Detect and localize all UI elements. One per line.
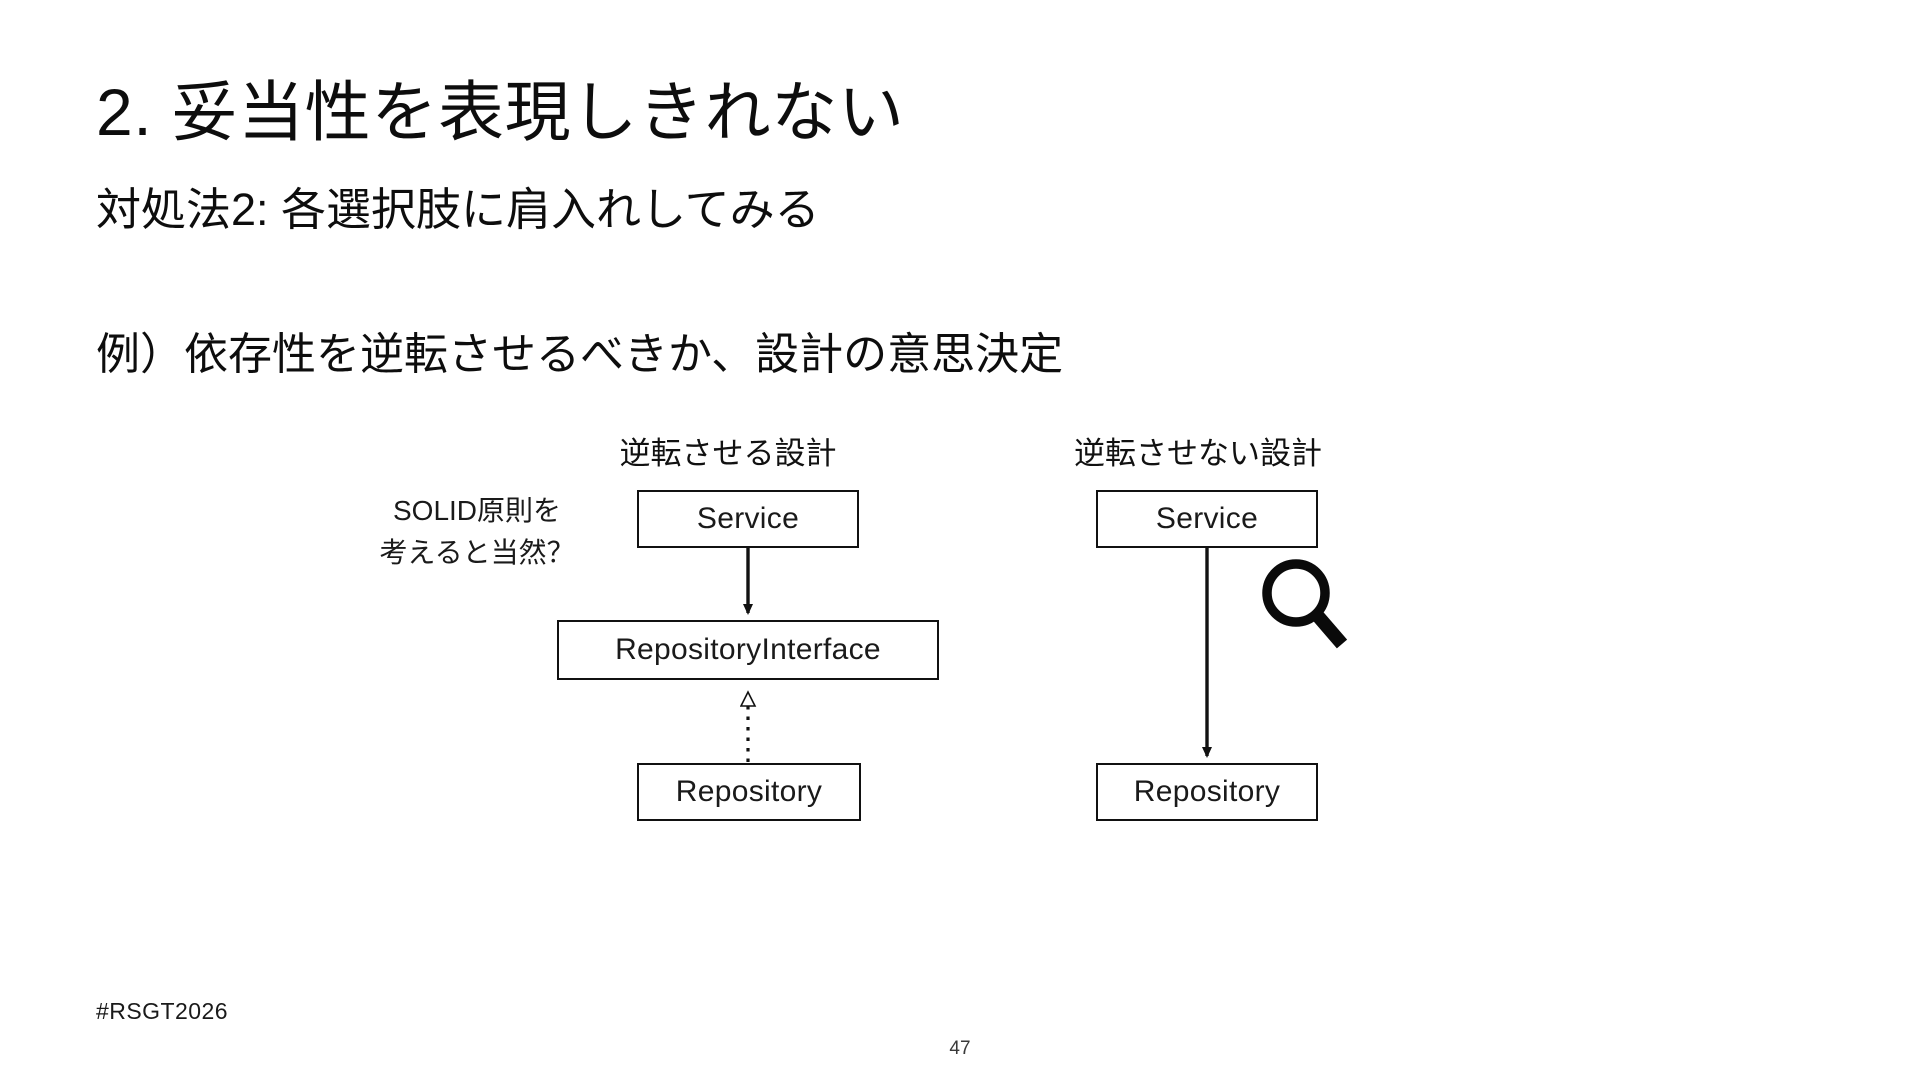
annotation-line-2: 考えると当然？ — [379, 537, 575, 568]
uml-box-repository-interface[interactable]: RepositoryInterface — [557, 620, 939, 680]
page-title: 2. 妥当性を表現しきれない — [96, 75, 905, 149]
uml-box-service-right[interactable]: Service — [1096, 490, 1318, 548]
page-subtitle: 対処法2: 各選択肢に肩入れしてみる — [96, 184, 820, 235]
annotation-note: SOLID原則を 考えると当然？ — [352, 490, 602, 574]
diagram-column-header-left: 逆転させる設計 — [619, 436, 837, 471]
page-number: 47 — [949, 1038, 971, 1059]
uml-diagram: 逆転させる設計 逆転させない設計 SOLID原則を 考えると当然？ Servic… — [0, 430, 1920, 850]
diagram-connectors — [0, 548, 1212, 762]
uml-box-repository-right[interactable]: Repository — [1096, 763, 1318, 821]
body-text: 例）依存性を逆転させるべきか、設計の意思決定 — [96, 330, 1064, 379]
annotation-line-1: SOLID原則を — [392, 495, 562, 526]
diagram-column-header-right: 逆転させない設計 — [1074, 436, 1322, 471]
uml-box-service-left[interactable]: Service — [637, 490, 859, 548]
magnifier-icon — [1262, 559, 1348, 649]
footer-hashtag: #RSGT2026 — [96, 998, 228, 1024]
uml-box-repository-left[interactable]: Repository — [637, 763, 861, 821]
